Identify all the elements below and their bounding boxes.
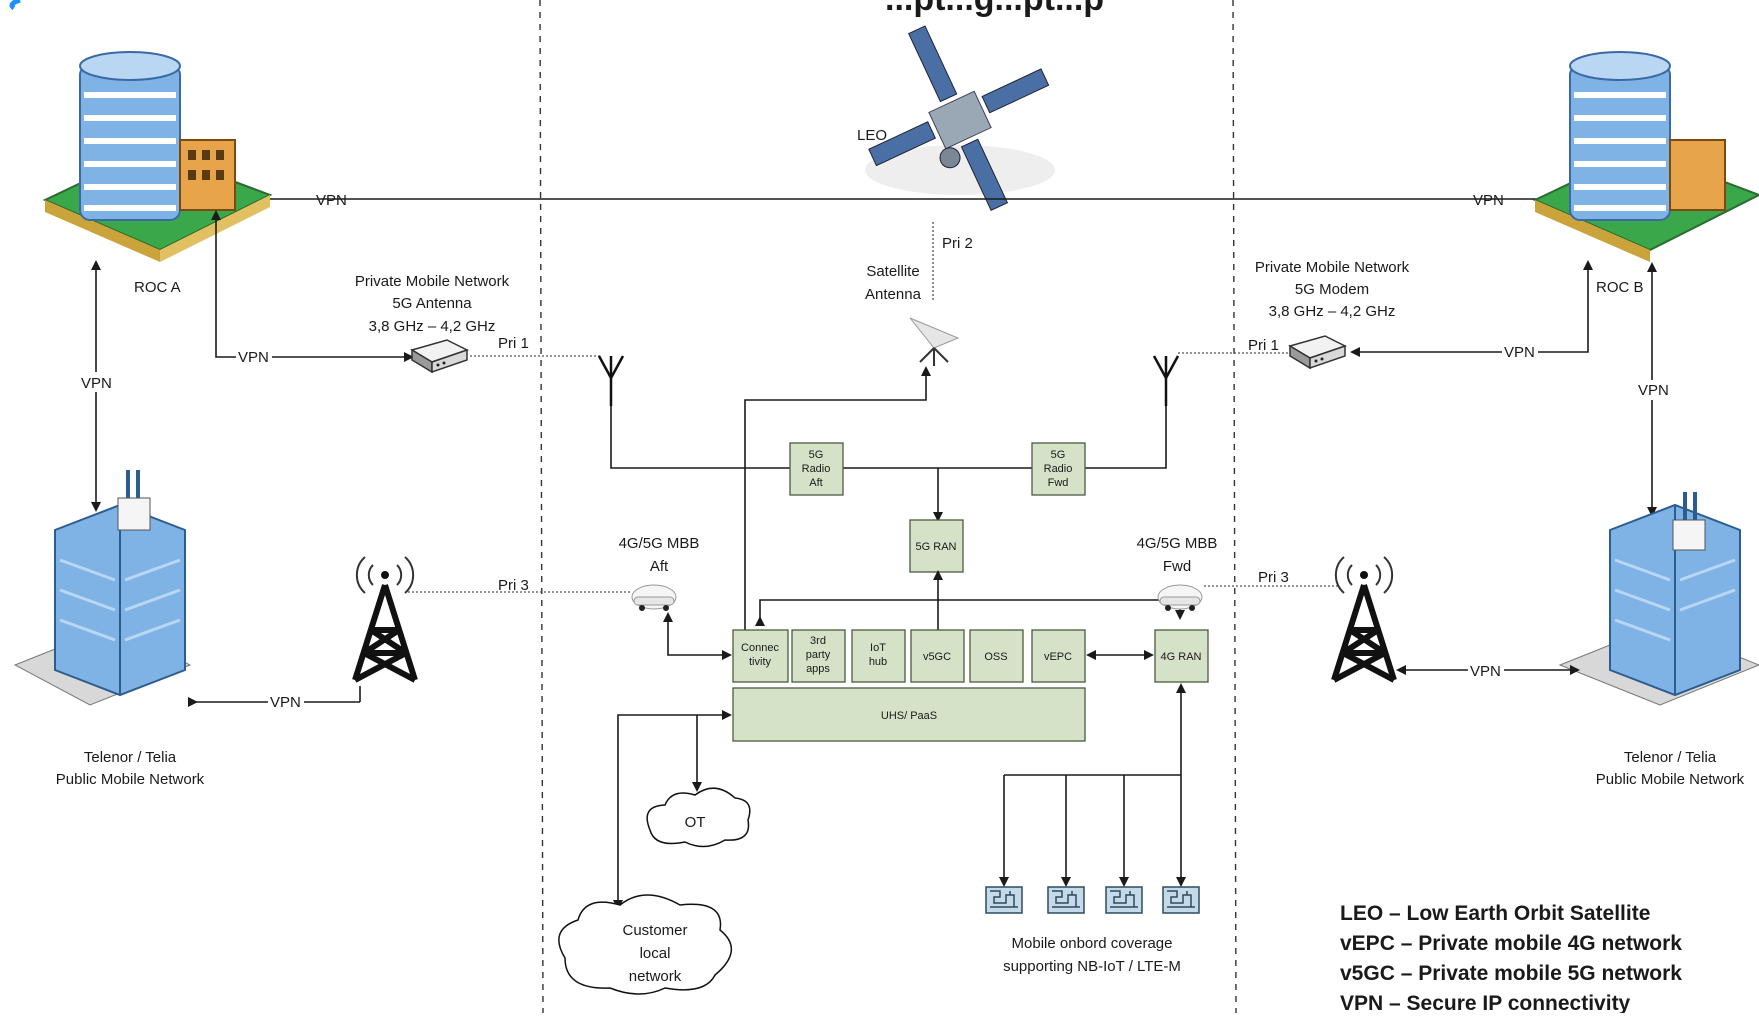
telenor-left-building-icon bbox=[15, 470, 190, 705]
radio-fwd-l1: 5G bbox=[1051, 449, 1066, 461]
iot-hub-l1: IoT bbox=[870, 642, 886, 654]
antenna-aft-radio-link bbox=[611, 406, 790, 468]
antenna-fwd-icon bbox=[1154, 356, 1178, 406]
pmn-left-line2: 5G Antenna bbox=[392, 295, 472, 312]
vpn-label-top-left: VPN bbox=[316, 192, 347, 209]
telenor-left-line2: Public Mobile Network bbox=[56, 771, 205, 788]
third-party-l3: apps bbox=[806, 663, 830, 675]
modem-right-icon bbox=[1290, 336, 1345, 368]
connectivity-l2: tivity bbox=[749, 656, 772, 668]
leo-satellite-icon bbox=[832, 0, 1087, 246]
telenor-left-line1: Telenor / Telia bbox=[84, 749, 177, 766]
mbb-aft-connectivity-link bbox=[668, 614, 730, 655]
mobile-coverage-line1: Mobile onbord coverage bbox=[1012, 935, 1173, 952]
vpn-label-left-vertical: VPN bbox=[81, 375, 112, 392]
iot-device-2-icon bbox=[1048, 887, 1084, 913]
radio-fwd-l2: Radio bbox=[1044, 463, 1073, 475]
sat-antenna-line1: Satellite bbox=[866, 263, 919, 280]
radio-aft-l2: Radio bbox=[802, 463, 831, 475]
pri1-right-label: Pri 1 bbox=[1248, 337, 1279, 354]
pri3-left-label: Pri 3 bbox=[498, 577, 529, 594]
legend-line-2: vEPC – Private mobile 4G network bbox=[1340, 932, 1682, 955]
legend-line-3: v5GC – Private mobile 5G network bbox=[1340, 962, 1682, 985]
mbb-aft-line1: 4G/5G MBB bbox=[619, 535, 700, 552]
third-party-l2: party bbox=[806, 649, 831, 661]
cell-tower-left-icon bbox=[355, 557, 415, 680]
separator-left bbox=[540, 0, 543, 1013]
cropped-title: ...pt...g...pt...p bbox=[885, 0, 1104, 18]
legend-line-1: LEO – Low Earth Orbit Satellite bbox=[1340, 902, 1650, 925]
ot-label: OT bbox=[685, 814, 706, 831]
roc-b-building-icon bbox=[1535, 52, 1759, 262]
pri2-label: Pri 2 bbox=[942, 235, 973, 252]
vpn-label-right-vertical: VPN bbox=[1638, 382, 1669, 399]
telenor-right-building-icon bbox=[1560, 492, 1759, 705]
leo-label: LEO bbox=[857, 127, 887, 144]
mbb-fwd-router-icon bbox=[1158, 585, 1202, 611]
customer-line2: local bbox=[640, 945, 671, 962]
roc-b-label: ROC B bbox=[1596, 279, 1644, 296]
satellite-antenna-icon bbox=[910, 318, 958, 366]
legend-line-4: VPN – Secure IP connectivity bbox=[1340, 992, 1631, 1013]
mbb-aft-line2: Aft bbox=[650, 558, 669, 575]
vpn-label-left-modem: VPN bbox=[238, 349, 269, 366]
radio-aft-l3: Aft bbox=[809, 477, 822, 489]
iot-device-3-icon bbox=[1106, 887, 1142, 913]
radio-fwd-l3: Fwd bbox=[1048, 477, 1069, 489]
iot-device-1-icon bbox=[986, 887, 1022, 913]
telenor-right-line2: Public Mobile Network bbox=[1596, 771, 1745, 788]
iot-hub-l2: hub bbox=[869, 656, 887, 668]
ran-4g-label: 4G RAN bbox=[1161, 651, 1202, 663]
ran-5g-label: 5G RAN bbox=[916, 541, 957, 553]
telenor-right-line1: Telenor / Telia bbox=[1624, 749, 1717, 766]
pri1-left-label: Pri 1 bbox=[498, 335, 529, 352]
antenna-aft-icon bbox=[599, 356, 623, 406]
pmn-left-line3: 3,8 GHz – 4,2 GHz bbox=[369, 318, 496, 335]
uhs-paas-label: UHS/ PaaS bbox=[881, 710, 937, 722]
connectivity-l1: Connec bbox=[741, 642, 779, 654]
pri3-right-label: Pri 3 bbox=[1258, 569, 1289, 586]
pmn-right-line3: 3,8 GHz – 4,2 GHz bbox=[1269, 303, 1396, 320]
modem-left-icon bbox=[412, 340, 467, 372]
vpn-label-top-right: VPN bbox=[1473, 192, 1504, 209]
core-bus-line bbox=[760, 600, 1180, 618]
mbb-fwd-line2: Fwd bbox=[1163, 558, 1191, 575]
roc-a-label: ROC A bbox=[134, 279, 181, 296]
vpn-label-right-bottom: VPN bbox=[1470, 663, 1501, 680]
v5gc-label: v5GC bbox=[923, 651, 951, 663]
separator-right bbox=[1233, 0, 1236, 1013]
pmn-right-line2: 5G Modem bbox=[1295, 281, 1369, 298]
connectivity-satellite-link bbox=[745, 368, 926, 655]
third-party-l1: 3rd bbox=[810, 635, 826, 647]
vepc-label: vEPC bbox=[1044, 651, 1072, 663]
radio-aft-l1: 5G bbox=[809, 449, 824, 461]
mbb-fwd-line1: 4G/5G MBB bbox=[1137, 535, 1218, 552]
vpn-label-right-modem: VPN bbox=[1504, 344, 1535, 361]
roc-a-building-icon bbox=[45, 52, 270, 262]
oss-label: OSS bbox=[984, 651, 1007, 663]
iot-device-4-icon bbox=[1163, 887, 1199, 913]
pmn-right-line1: Private Mobile Network bbox=[1255, 259, 1410, 276]
logo-fragment bbox=[12, 0, 20, 8]
mobile-coverage-line2: supporting NB-IoT / LTE-M bbox=[1003, 958, 1181, 975]
vpn-label-left-bottom: VPN bbox=[270, 694, 301, 711]
antenna-fwd-radio-link bbox=[1085, 406, 1166, 468]
cell-tower-right-icon bbox=[1334, 557, 1394, 680]
customer-line3: network bbox=[629, 968, 682, 985]
mbb-aft-router-icon bbox=[632, 585, 676, 611]
sat-antenna-line2: Antenna bbox=[865, 286, 922, 303]
customer-line1: Customer bbox=[622, 922, 687, 939]
pmn-left-line1: Private Mobile Network bbox=[355, 273, 510, 290]
